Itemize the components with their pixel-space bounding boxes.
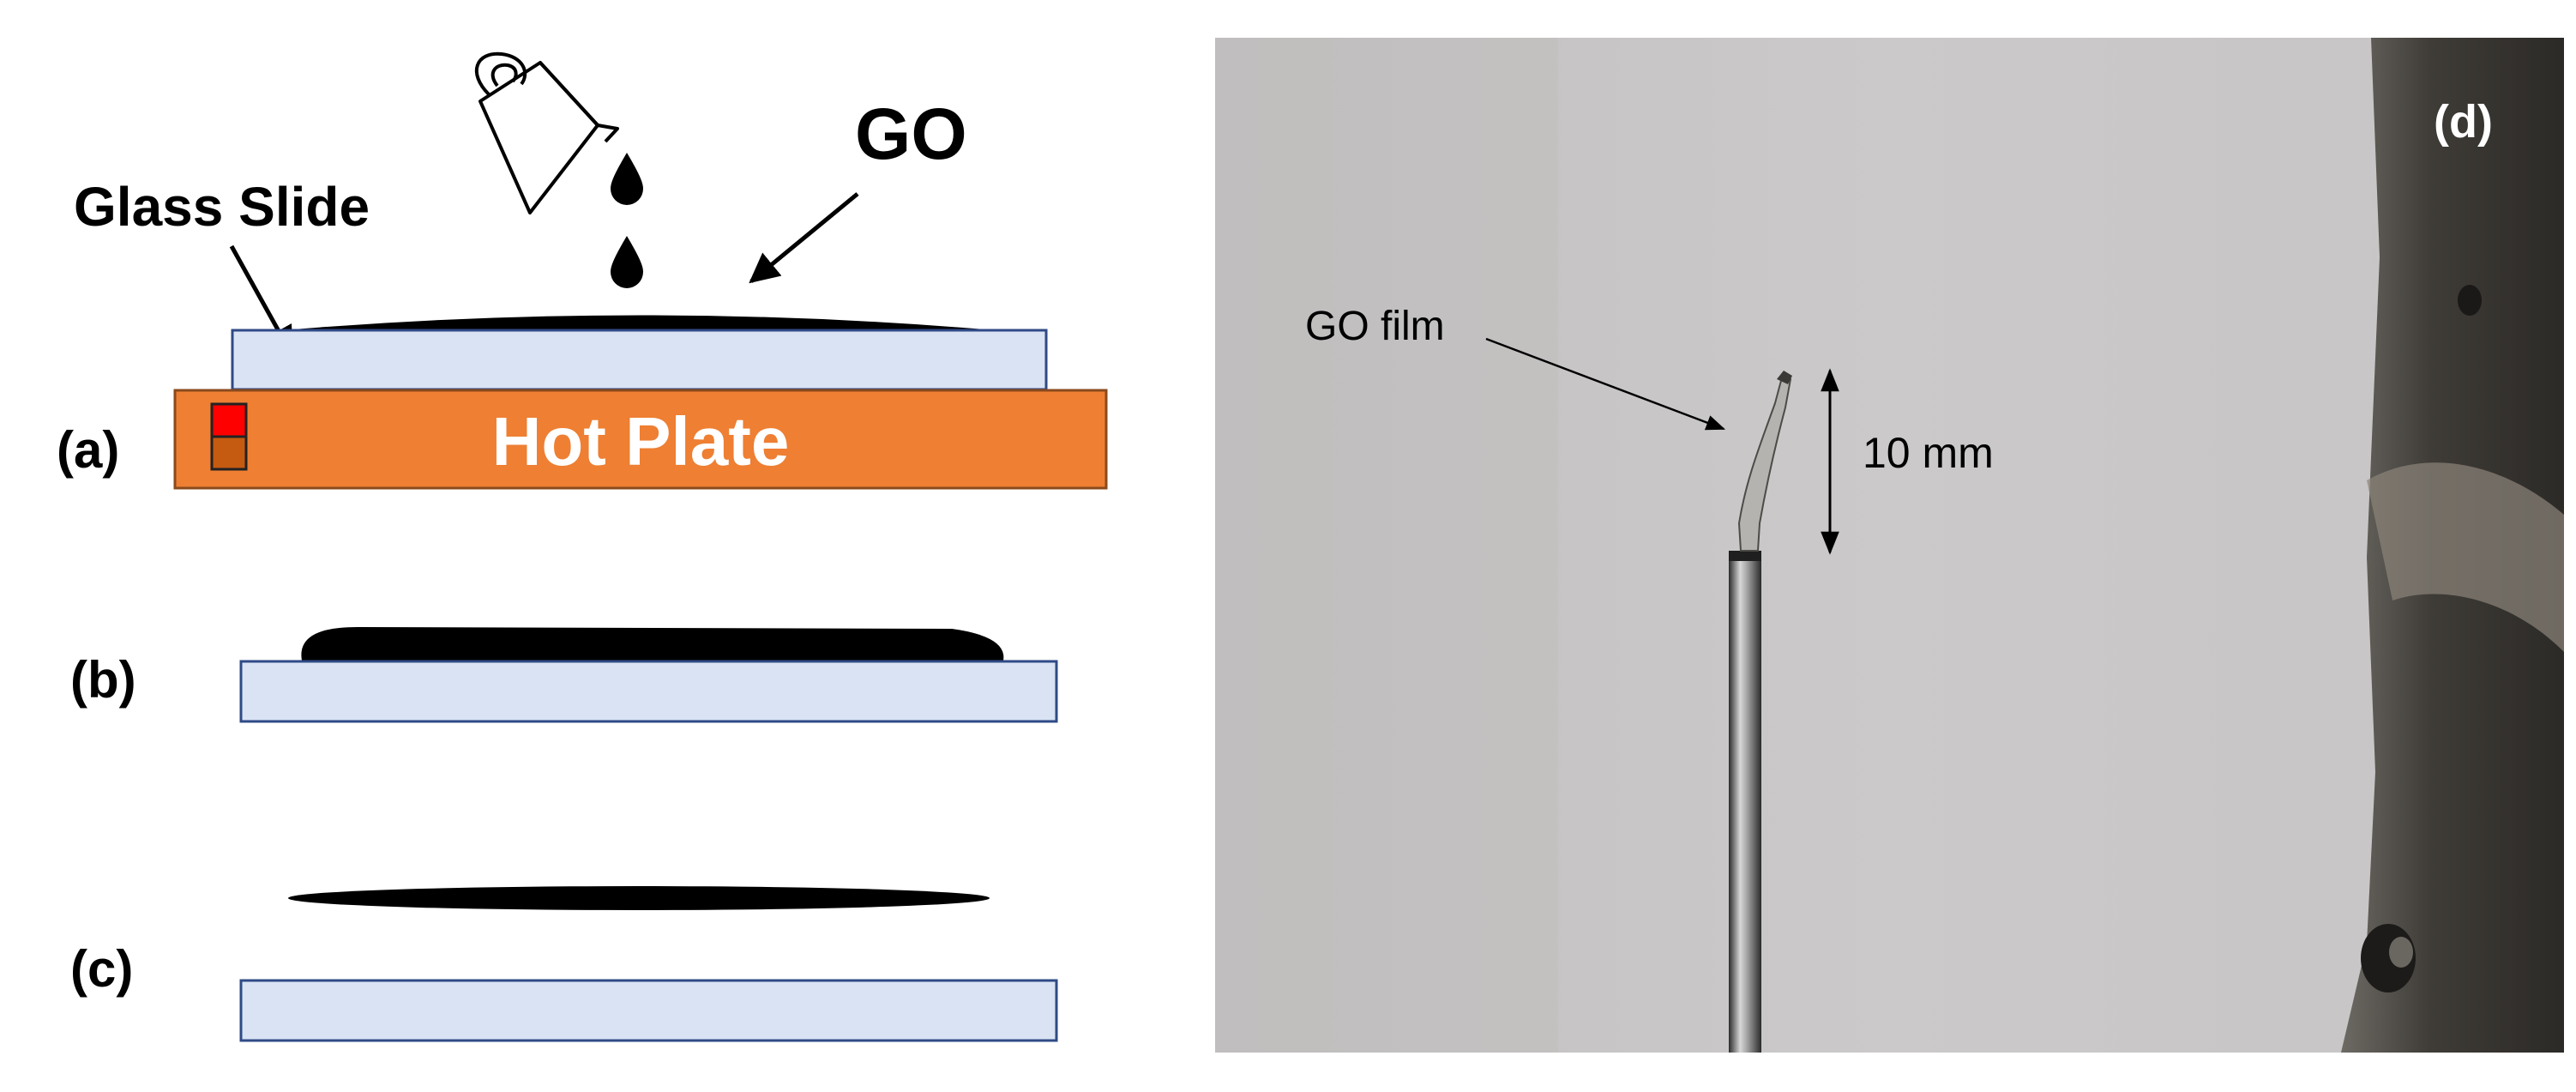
photo-background xyxy=(1215,38,2564,1053)
go-film-label: GO film xyxy=(1305,304,1445,349)
drop-icon xyxy=(611,153,643,205)
panel-b: (b) xyxy=(70,626,1058,723)
go-film-detached xyxy=(288,886,990,910)
go-film xyxy=(301,626,1004,661)
go-film xyxy=(283,315,995,330)
panel-a-label: (a) xyxy=(57,421,119,479)
glass-slide-label: Glass Slide xyxy=(74,176,370,238)
indicator-light-bottom xyxy=(210,435,248,471)
go-film-pointer xyxy=(1485,337,1726,431)
panel-b-label: (b) xyxy=(70,651,136,709)
wire-holder xyxy=(1729,551,1761,1053)
go-arrow xyxy=(749,192,859,284)
glass-slide xyxy=(239,979,1058,1042)
panel-d-label: (d) xyxy=(2434,96,2493,148)
indicator-light-top xyxy=(210,402,248,438)
panel-a: GO Glass Slide Hot Plate (a) xyxy=(57,51,1108,490)
panel-d-photo: GO film 10 mm (d) xyxy=(1215,38,2564,1053)
hot-plate-label: Hot Plate xyxy=(492,403,790,480)
drop-icon xyxy=(611,236,643,288)
hot-plate xyxy=(173,389,1108,490)
scale-label: 10 mm xyxy=(1863,429,1994,477)
go-label: GO xyxy=(855,94,967,174)
beaker-icon xyxy=(474,51,619,214)
panel-c-label: (c) xyxy=(70,940,133,998)
glass-slide xyxy=(239,660,1058,723)
panel-c: (c) xyxy=(70,886,1058,1042)
glass-slide xyxy=(231,329,1048,391)
